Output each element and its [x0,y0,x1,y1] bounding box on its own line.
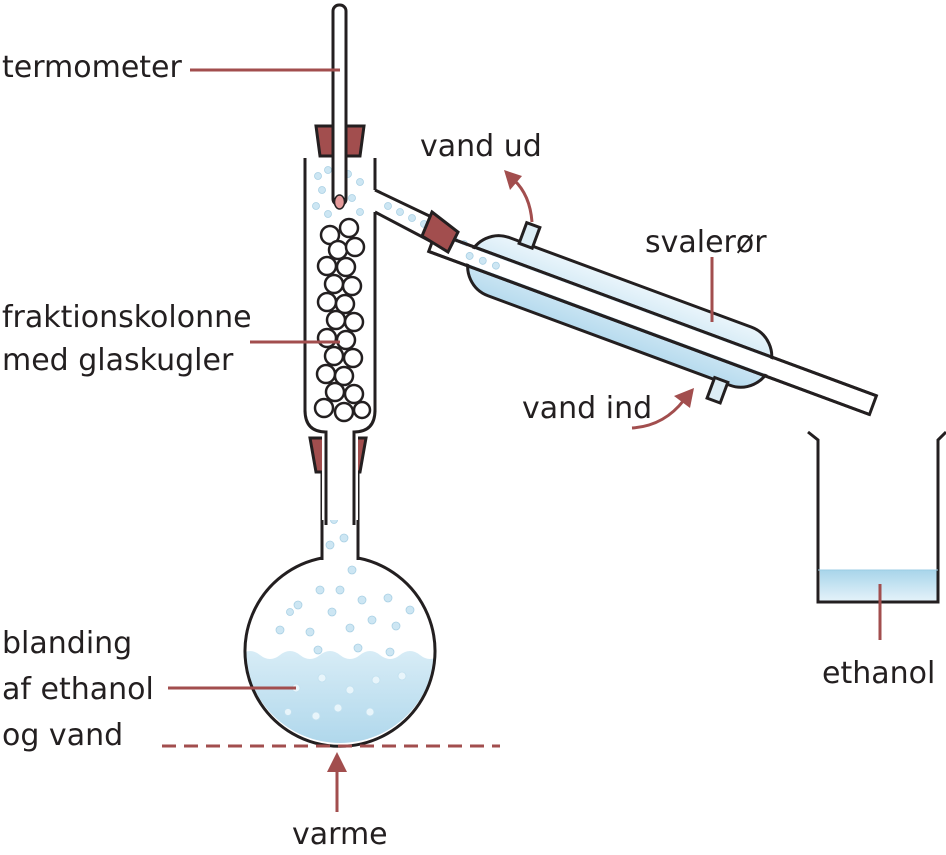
label-heat: varme [292,817,388,852]
liquid-bubbles [284,671,407,721]
leader-lines [168,68,882,690]
label-mixture-line3: og vand [2,718,123,753]
label-mixture-line1: blanding [2,626,132,661]
label-column-line1: fraktionskolonne [2,300,252,335]
label-ethanol: ethanol [822,656,935,691]
round-bottom-flask [243,470,437,748]
label-column-line2: med glaskugler [2,343,234,378]
arrow-water-in [631,388,694,430]
fractionating-column [303,158,377,525]
arrow-water-out [504,170,534,223]
label-water-out: vand ud [420,129,542,164]
thermometer [331,3,348,210]
condenser [426,220,879,417]
label-condenser: svalerør [645,225,767,260]
glass-beads [313,217,372,423]
flask-bubbles [275,516,415,657]
label-mixture-line2: af ethanol [2,672,154,707]
beaker [807,430,946,604]
label-thermometer: termometer [2,50,183,85]
column-vapour-bubbles [312,166,364,218]
arrow-heat [327,752,347,812]
label-water-in: vand ind [522,391,652,426]
condenser-stopper [420,209,460,255]
